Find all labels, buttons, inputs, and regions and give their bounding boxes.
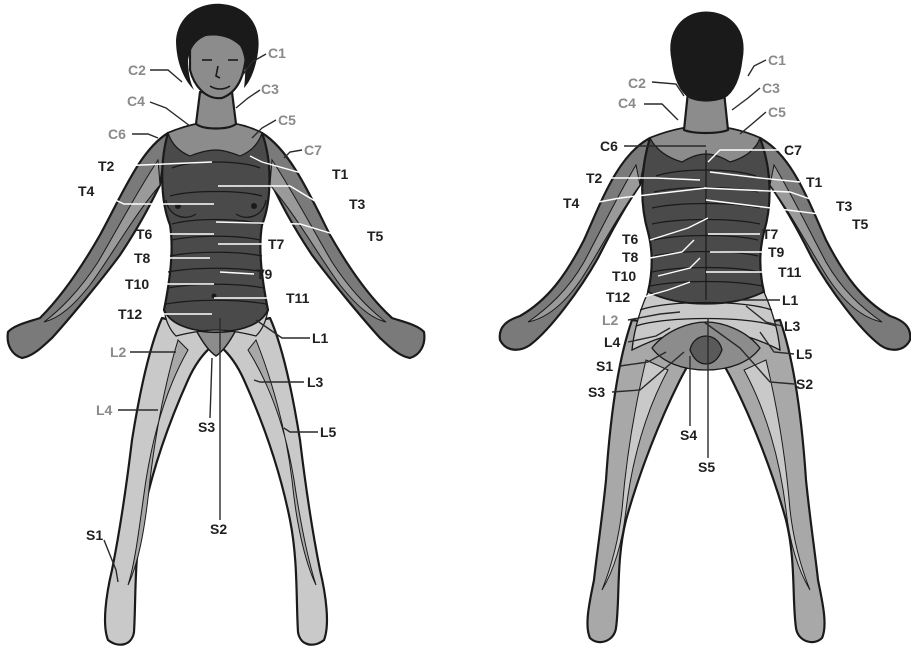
back-label-c7: C7	[784, 142, 802, 158]
front-label-c2: C2	[128, 62, 146, 78]
back-label-t4: T4	[563, 195, 580, 211]
back-hair	[671, 12, 743, 101]
front-label-c5: C5	[278, 112, 296, 128]
front-label-t1: T1	[332, 166, 349, 182]
back-label-l1: L1	[782, 292, 799, 308]
front-label-c7: C7	[304, 142, 322, 158]
front-label-l3: L3	[307, 374, 324, 390]
back-label-s3: S3	[588, 384, 605, 400]
back-label-s1: S1	[596, 358, 613, 374]
front-label-l5: L5	[320, 424, 337, 440]
back-label-t5: T5	[852, 216, 869, 232]
front-label-s2: S2	[210, 521, 227, 537]
back-label-s2: S2	[796, 376, 813, 392]
back-body-figure	[500, 12, 911, 642]
front-label-t6: T6	[136, 226, 153, 242]
back-label-t8: T8	[622, 249, 639, 265]
front-label-t12: T12	[118, 306, 142, 322]
back-label-c6: C6	[600, 138, 618, 154]
front-label-s3: S3	[198, 419, 215, 435]
back-label-l4: L4	[604, 334, 621, 350]
back-label-t6: T6	[622, 231, 639, 247]
back-label-t1: T1	[806, 174, 823, 190]
back-label-l3: L3	[784, 318, 801, 334]
back-label-t2: T2	[586, 170, 603, 186]
front-label-t11: T11	[286, 290, 310, 306]
back-label-c3: C3	[762, 80, 780, 96]
front-label-l1: L1	[312, 330, 329, 346]
front-label-t8: T8	[134, 250, 151, 266]
back-label-c5: C5	[768, 104, 786, 120]
front-left-leg	[105, 318, 212, 645]
front-label-t7: T7	[268, 236, 285, 252]
front-label-t9: T9	[256, 266, 273, 282]
back-label-l2: L2	[602, 312, 619, 328]
back-label-c4: C4	[618, 95, 636, 111]
front-left-arm	[8, 133, 168, 358]
back-label-c2: C2	[628, 75, 646, 91]
back-label-t10: T10	[612, 268, 636, 284]
front-body-figure	[8, 4, 425, 645]
front-label-s1: S1	[86, 527, 103, 543]
back-label-t11: T11	[778, 264, 802, 280]
front-right-leg	[220, 318, 327, 645]
front-label-c4: C4	[127, 93, 145, 109]
front-label-t4: T4	[78, 183, 95, 199]
front-label-c6: C6	[108, 126, 126, 142]
front-label-l4: L4	[96, 402, 113, 418]
back-label-s4: S4	[680, 427, 697, 443]
back-label-c1: C1	[768, 52, 786, 68]
back-label-t7: T7	[762, 226, 779, 242]
front-label-l2: L2	[110, 344, 127, 360]
front-label-t5: T5	[367, 228, 384, 244]
front-label-t10: T10	[125, 276, 149, 292]
front-label-c3: C3	[261, 81, 279, 97]
front-label-t2: T2	[98, 158, 115, 174]
back-label-s5: S5	[698, 459, 715, 475]
back-label-t3: T3	[836, 198, 853, 214]
back-label-t12: T12	[606, 289, 630, 305]
front-label-t3: T3	[349, 196, 366, 212]
front-label-c1: C1	[268, 45, 286, 61]
back-label-l5: L5	[796, 346, 813, 362]
back-label-t9: T9	[768, 244, 785, 260]
